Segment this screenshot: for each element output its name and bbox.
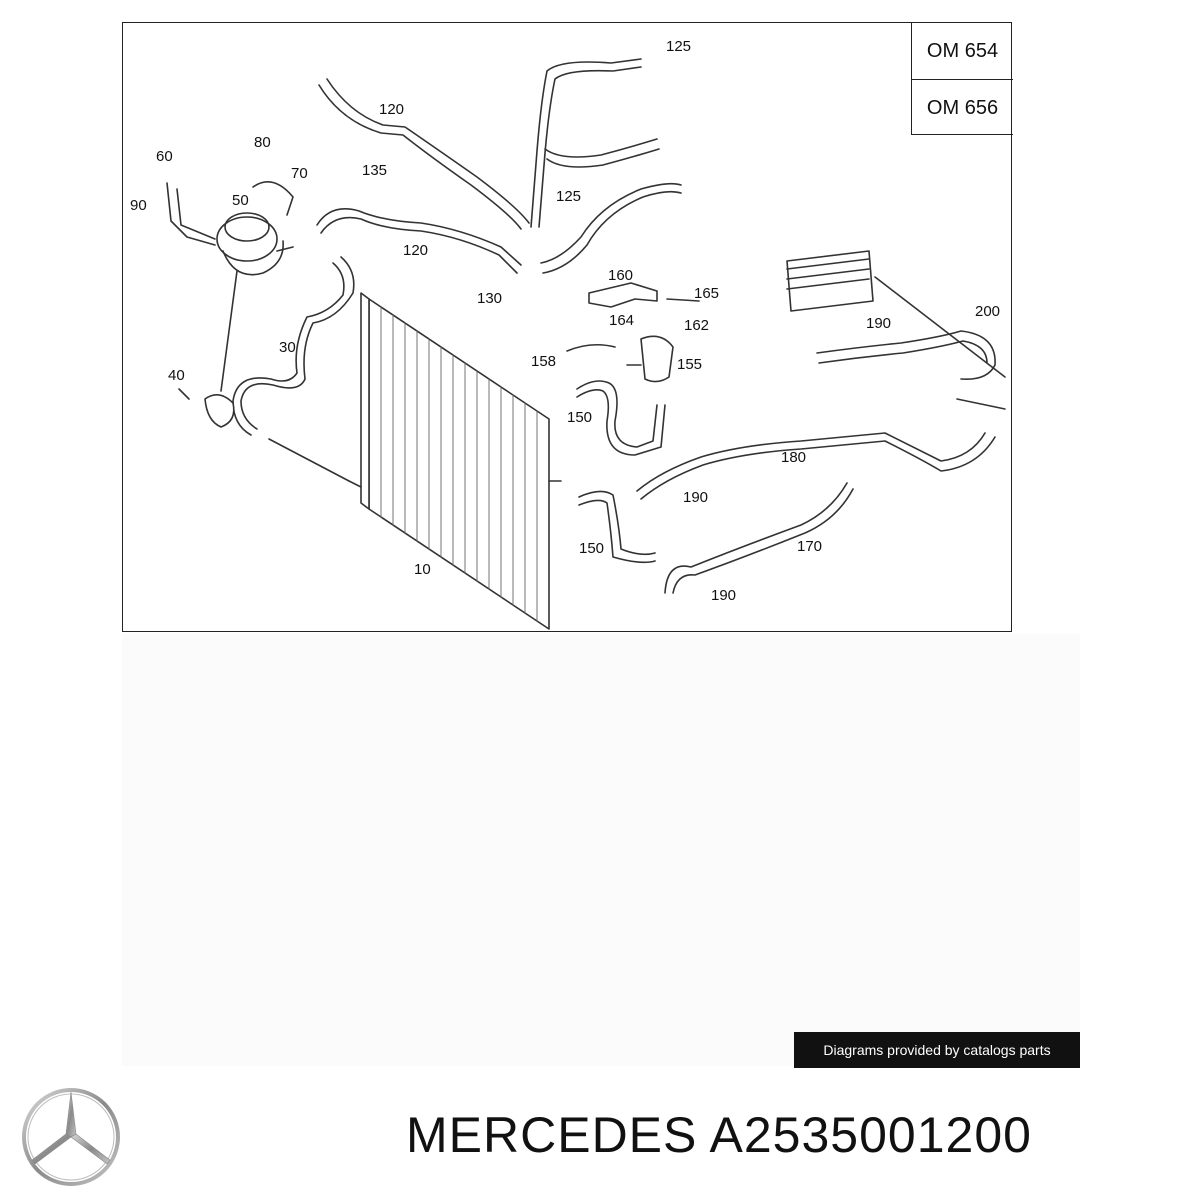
callout-120-lower: 120 — [403, 242, 429, 259]
callout-190-mid: 190 — [683, 489, 709, 506]
hose-200-part — [816, 330, 996, 381]
callout-160: 160 — [608, 267, 634, 284]
clamp-70-part — [252, 181, 294, 216]
mercedes-star-icon — [22, 1088, 120, 1186]
part-40 — [204, 394, 235, 428]
callout-150-upper: 150 — [567, 409, 593, 426]
callout-170: 170 — [797, 538, 823, 555]
hose-150-upper-part — [576, 380, 658, 448]
diagram-drawing — [166, 58, 1006, 630]
hose-170-part — [664, 482, 848, 594]
pump-155-part — [640, 335, 674, 383]
part-title: MERCEDES A2535001200 — [406, 1107, 1032, 1163]
callout-50: 50 — [232, 192, 249, 209]
callout-165: 165 — [694, 285, 720, 302]
callout-60: 60 — [156, 148, 173, 165]
parts-diagram: OM 654 OM 656 — [122, 22, 1013, 632]
callout-130: 130 — [477, 290, 503, 307]
callout-155: 155 — [677, 356, 703, 373]
hose-180-part — [636, 432, 986, 492]
callout-200: 200 — [975, 303, 1001, 320]
callout-10: 10 — [414, 561, 431, 578]
callout-135: 135 — [362, 162, 388, 179]
callout-190-cooler: 190 — [866, 315, 892, 332]
callout-180: 180 — [781, 449, 807, 466]
callout-158: 158 — [531, 353, 557, 370]
engine-variant-om656: OM 656 — [926, 96, 999, 119]
hose-120-lower-part — [316, 208, 522, 266]
credit-banner: Diagrams provided by catalogs parts — [794, 1032, 1080, 1068]
engine-variant-om654: OM 654 — [912, 23, 1013, 80]
engine-variant-box: OM 654 OM 656 — [911, 23, 1013, 135]
callout-150-lower: 150 — [579, 540, 605, 557]
background-panel — [122, 634, 1080, 1066]
callout-125-mid: 125 — [556, 188, 582, 205]
callout-162: 162 — [684, 317, 710, 334]
callout-90: 90 — [130, 197, 147, 214]
hose-30-part — [240, 256, 355, 430]
hose-120-upper-part — [318, 84, 522, 230]
clamp-158-part — [566, 343, 616, 352]
callout-40: 40 — [168, 367, 185, 384]
callout-190-lower: 190 — [711, 587, 737, 604]
callout-164: 164 — [609, 312, 635, 329]
hose-150-lower-part — [578, 490, 656, 556]
callout-80: 80 — [254, 134, 271, 151]
callout-125-top: 125 — [666, 38, 692, 55]
bracket-60-part — [166, 182, 216, 246]
pump-50-part — [216, 212, 294, 276]
callout-70: 70 — [291, 165, 308, 182]
part-160 — [588, 282, 658, 308]
callout-30: 30 — [279, 339, 296, 356]
radiator-fins — [380, 306, 538, 622]
callout-120-upper: 120 — [379, 101, 405, 118]
